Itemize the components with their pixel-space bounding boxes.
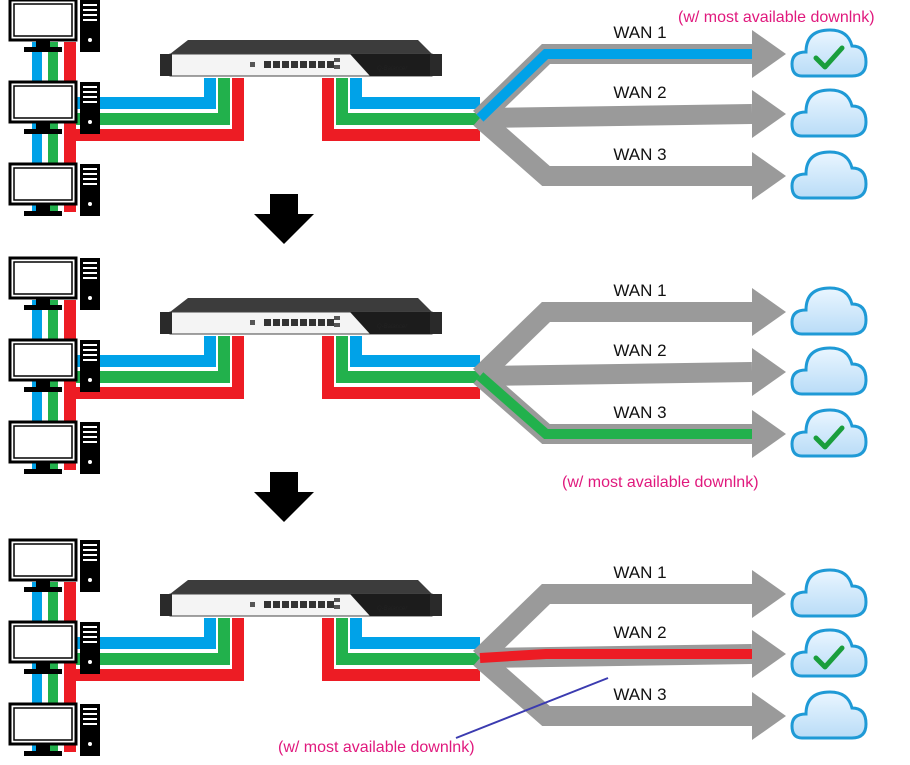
note-panel-1: (w/ most available downlnk) bbox=[678, 9, 875, 26]
checkmark-icon bbox=[813, 45, 845, 70]
router-appliance-icon: Q-Balancer bbox=[160, 580, 442, 617]
down-arrow-icon bbox=[254, 194, 314, 244]
router-appliance-icon: Q-Balancer bbox=[160, 40, 442, 77]
wan-label-3: WAN 3 bbox=[613, 403, 666, 422]
wan-label-2: WAN 2 bbox=[613, 623, 666, 642]
checkmark-icon bbox=[813, 425, 845, 450]
device-brand-label: Q-Balancer bbox=[377, 606, 408, 612]
panel-1: Q-Balancer WAN 1 WAN 2 WAN 3 bbox=[8, 0, 868, 216]
down-arrow-icon bbox=[254, 472, 314, 522]
wan-label-1: WAN 1 bbox=[613, 23, 666, 42]
desktop-computer-icon bbox=[8, 420, 100, 474]
cloud-icon bbox=[790, 346, 868, 396]
active-wan-lane bbox=[476, 49, 752, 122]
device-brand-label: Q-Balancer bbox=[377, 324, 408, 330]
active-wan-lane bbox=[479, 649, 752, 663]
wan-label-2: WAN 2 bbox=[613, 83, 666, 102]
note-panel-3: (w/ most available downlnk) bbox=[278, 739, 475, 756]
desktop-computer-icon bbox=[8, 0, 100, 52]
router-appliance-icon: Q-Balancer bbox=[160, 298, 442, 335]
wan-label-1: WAN 1 bbox=[613, 563, 666, 582]
wan-label-3: WAN 3 bbox=[613, 145, 666, 164]
desktop-computer-icon bbox=[8, 702, 100, 756]
desktop-computer-icon bbox=[8, 538, 100, 592]
cloud-icon bbox=[790, 568, 868, 618]
panel-2: Q-Balancer WAN 1 WAN 2 WAN 3 bbox=[8, 256, 868, 474]
cloud-icon bbox=[790, 628, 868, 678]
cloud-icon bbox=[790, 286, 868, 336]
cloud-icon bbox=[790, 150, 868, 200]
wan-label-3: WAN 3 bbox=[613, 685, 666, 704]
checkmark-icon bbox=[813, 645, 845, 670]
note-connector-line bbox=[455, 677, 609, 739]
wan-label-2: WAN 2 bbox=[613, 341, 666, 360]
desktop-computer-icon bbox=[8, 80, 100, 134]
cloud-icon bbox=[790, 88, 868, 138]
panel-3: Q-Balancer WAN 1 WAN 2 WAN 3 bbox=[8, 538, 868, 756]
note-panel-2: (w/ most available downlnk) bbox=[562, 474, 759, 491]
cloud-icon bbox=[790, 690, 868, 740]
active-wan-lane bbox=[476, 372, 752, 439]
desktop-computer-icon bbox=[8, 338, 100, 392]
cloud-icon bbox=[790, 408, 868, 458]
desktop-computer-icon bbox=[8, 620, 100, 674]
desktop-computer-icon bbox=[8, 162, 100, 216]
desktop-computer-icon bbox=[8, 256, 100, 310]
device-brand-label: Q-Balancer bbox=[377, 66, 408, 72]
cloud-icon bbox=[790, 28, 868, 78]
wan-label-1: WAN 1 bbox=[613, 281, 666, 300]
